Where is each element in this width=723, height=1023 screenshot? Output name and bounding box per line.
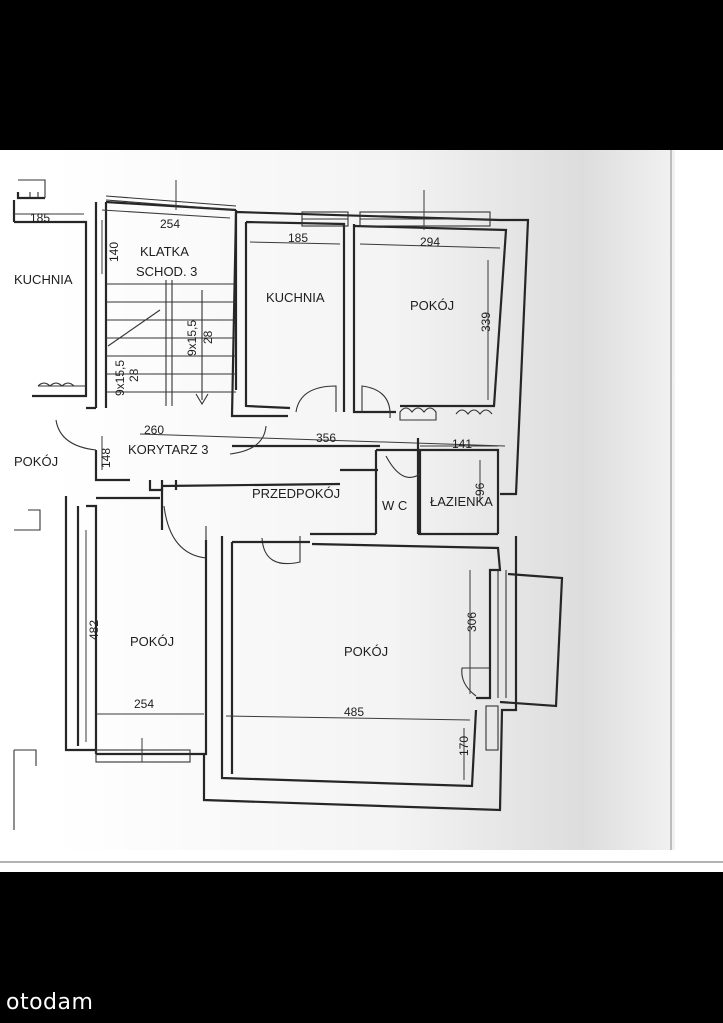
window-left-kitchen — [37, 382, 75, 387]
dim-306: 306 — [465, 612, 479, 632]
dim-260: 260 — [144, 423, 164, 437]
radiator-2 — [455, 409, 493, 415]
pokoj-main-walls — [220, 536, 502, 788]
room-label-pokoj-left: POKÓJ — [130, 634, 174, 649]
dim-482: 482 — [87, 620, 101, 640]
staircase-walls — [94, 200, 238, 408]
dim-356: 356 — [316, 431, 336, 445]
dim-170: 170 — [457, 736, 471, 756]
dim-294: 294 — [420, 235, 440, 249]
pokoj-main-window — [485, 705, 499, 751]
top-rooms-outer-wall — [230, 210, 530, 496]
dim-339: 339 — [479, 312, 493, 332]
room-label-wc: W C — [382, 498, 407, 513]
floor-plan-drawing: KLATKA SCHOD. 3 KUCHNIA KUCHNIA POKÓJ PO… — [0, 150, 723, 863]
pokoj-left-window — [95, 749, 191, 763]
balcony-door-arc — [461, 667, 490, 697]
room-label-kuchnia: KUCHNIA — [266, 290, 325, 305]
left-edge-detail — [13, 509, 41, 830]
room-label-klatka-1: KLATKA — [140, 244, 189, 259]
radiator-1 — [399, 407, 437, 421]
dim-254-top: 254 — [160, 217, 180, 231]
dim-148: 148 — [99, 448, 113, 468]
stairs-annotation-2b: 28 — [201, 330, 215, 344]
staircase-window — [105, 195, 237, 211]
dim-254-bottom: 254 — [134, 697, 154, 711]
wc-lazienka-walls — [376, 448, 500, 534]
scan-page-edge — [670, 150, 672, 850]
dim-96: 96 — [473, 482, 487, 496]
stairs-annotation-1b: 28 — [127, 368, 141, 382]
corridor-door-arc — [55, 419, 267, 455]
room-label-pokoj-top: POKÓJ — [410, 298, 454, 313]
dim-485: 485 — [344, 705, 364, 719]
room-label-przedpokoj: PRZEDPOKÓJ — [252, 486, 340, 501]
room-label-pokoj-left-edge: POKÓJ — [14, 454, 58, 469]
corridor-walls — [86, 406, 380, 492]
room-label-pokoj-main: POKÓJ — [344, 644, 388, 659]
door-arc-pokoj — [361, 385, 391, 419]
wc-door-arc — [385, 455, 421, 478]
corridor-dim-line — [139, 433, 506, 447]
otodam-logo: otodam — [6, 990, 94, 1015]
door-arc-kitchen — [295, 385, 337, 413]
scan-shading — [55, 150, 675, 850]
left-neighbour-wall — [12, 192, 88, 398]
pokoj-top-inner-wall — [353, 224, 508, 408]
przedpokoj-walls — [160, 438, 498, 536]
stairs-annotation-1: 9x15,5 — [113, 360, 127, 396]
dim-185-left: 185 — [30, 211, 50, 225]
stair-treads — [106, 280, 236, 406]
dim-141: 141 — [452, 437, 472, 451]
room-label-lazienka: ŁAZIENKA — [430, 494, 493, 509]
pokoj-main-outer — [202, 536, 518, 812]
stairs-annotation-2: 9x15,5 — [185, 320, 199, 356]
dimension-lines — [14, 180, 501, 780]
left-neighbour-detail — [18, 179, 86, 387]
room-label-kuchnia-left: KUCHNIA — [14, 272, 73, 287]
kitchen-inner-wall — [244, 220, 396, 414]
dim-185-kitchen: 185 — [288, 231, 308, 245]
balcony-door-lines — [497, 570, 507, 698]
balcony — [499, 572, 564, 708]
room-label-korytarz: KORYTARZ 3 — [128, 442, 208, 457]
scanned-floor-plan: KLATKA SCHOD. 3 KUCHNIA KUCHNIA POKÓJ PO… — [0, 150, 723, 872]
room-label-klatka-2: SCHOD. 3 — [136, 264, 197, 279]
dim-140: 140 — [107, 242, 121, 262]
pokoj-left-walls — [64, 496, 208, 756]
